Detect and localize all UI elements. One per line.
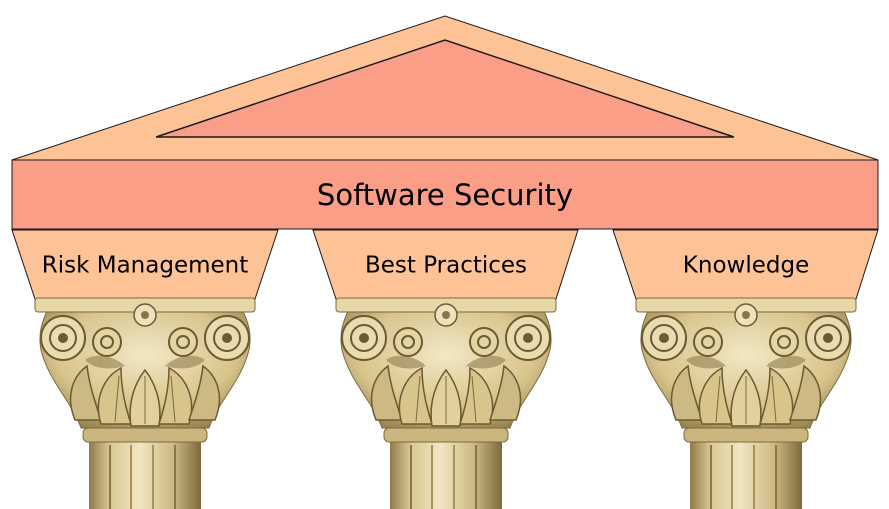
roof-pediment — [11, 15, 879, 161]
roof-label: Software Security — [317, 178, 573, 212]
column-risk-management — [34, 297, 256, 509]
pillar-label-risk-management: Risk Management — [42, 253, 249, 279]
pillar-label-best-practices: Best Practices — [365, 253, 527, 279]
roof-band-rect — [11, 159, 879, 230]
column-knowledge — [635, 297, 857, 509]
column-best-practices — [335, 297, 557, 509]
pillar-risk-management: Risk Management — [11, 229, 279, 300]
roof-inner-triangle — [155, 39, 735, 138]
pillar-knowledge: Knowledge — [612, 229, 879, 300]
pillar-best-practices: Best Practices — [312, 229, 579, 300]
pillar-label-knowledge: Knowledge — [683, 253, 809, 279]
roof-band: Software Security — [11, 159, 879, 230]
